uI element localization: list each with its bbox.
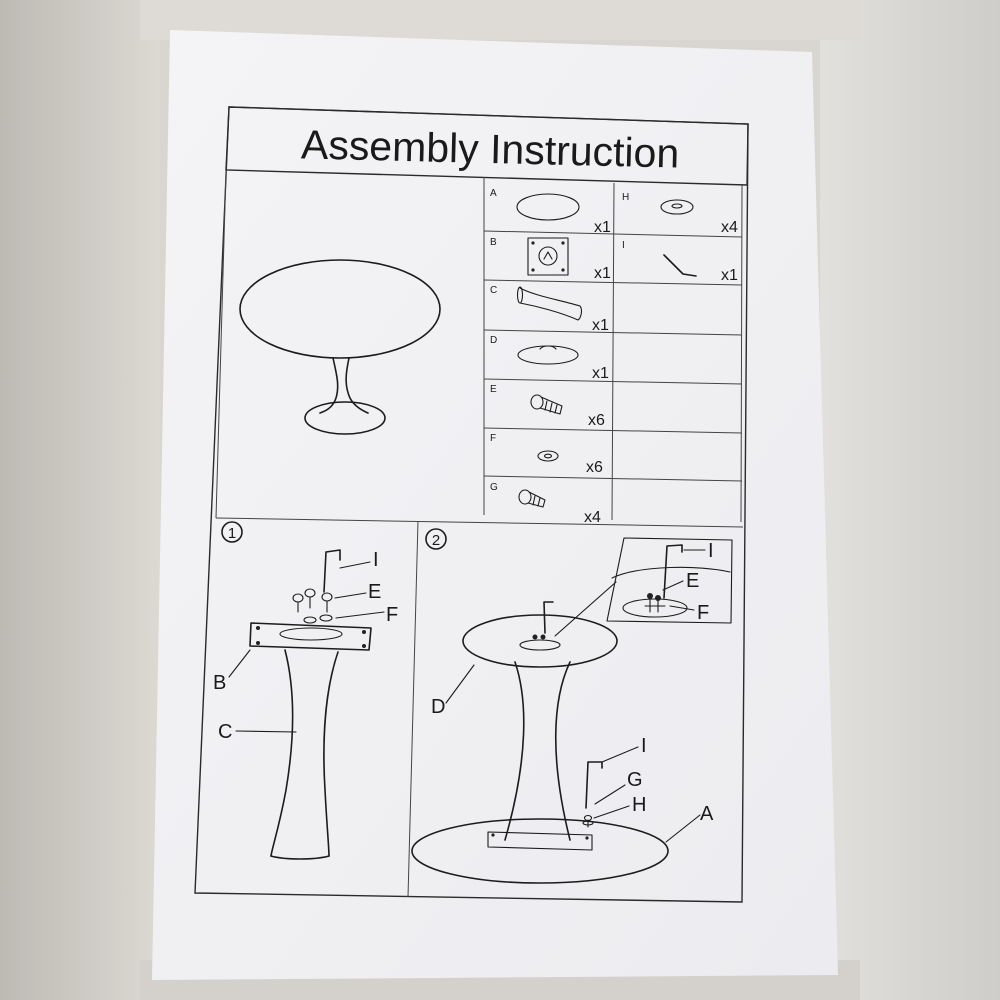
round-tabletop-icon (516, 193, 580, 221)
callout-f: F (697, 602, 709, 624)
title-box (225, 106, 749, 186)
callout-b: B (213, 672, 226, 694)
short-screw-icon (518, 489, 546, 508)
column-assembly-illustration (249, 622, 372, 860)
part-letter: F (490, 433, 496, 444)
spacer-disc-icon (660, 199, 694, 215)
part-quantity: x1 (721, 267, 738, 284)
callout-d: D (431, 696, 445, 718)
part-f: F x6 (490, 433, 603, 476)
callout-h: H (632, 794, 646, 816)
callout-i: I (708, 540, 714, 562)
part-letter: I (622, 240, 625, 251)
part-letter: C (490, 285, 497, 296)
divider (407, 520, 419, 898)
page-title: Assembly Instruction (301, 121, 680, 176)
step-number: 1 (228, 525, 236, 542)
part-quantity: x1 (594, 265, 611, 282)
callout-e: E (368, 581, 381, 603)
part-quantity: x6 (586, 459, 603, 476)
part-letter: G (490, 482, 498, 493)
callout-a: A (700, 803, 714, 825)
allen-key-icon (663, 254, 697, 277)
assembled-table-illustration (239, 259, 441, 435)
part-letter: E (490, 384, 497, 395)
screw-detail (582, 761, 603, 828)
step-number-badge (425, 528, 447, 550)
part-letter: H (622, 192, 629, 203)
base-disc-icon (517, 345, 579, 365)
part-quantity: x6 (588, 412, 605, 429)
divider (215, 169, 227, 519)
pedestal-column-icon (516, 286, 583, 321)
part-quantity: x1 (594, 219, 611, 236)
callout-g: G (627, 769, 643, 791)
part-e: E x6 (490, 384, 605, 429)
part-letter: D (490, 335, 497, 346)
hex-bolt-icon (530, 394, 563, 415)
detail-inset (606, 537, 733, 624)
callout-i-lower: I (641, 735, 647, 757)
part-letter: A (490, 188, 497, 199)
fasteners-group (292, 549, 341, 624)
mounting-plate-icon (527, 237, 569, 276)
base-assembly-illustration (411, 601, 669, 884)
callout-c: C (218, 721, 232, 743)
part-quantity: x4 (584, 509, 601, 526)
part-d: D x1 (490, 335, 609, 382)
parts-list (483, 177, 743, 523)
part-b: B x1 (490, 237, 611, 282)
divider (215, 517, 744, 528)
part-h: H x4 (622, 192, 738, 236)
part-c: C x1 (490, 285, 609, 334)
part-letter: B (490, 237, 497, 248)
step-1-panel: 1 I E F B C (213, 521, 398, 860)
washer-icon (537, 450, 559, 462)
part-quantity: x4 (721, 219, 738, 236)
part-quantity: x1 (592, 365, 609, 382)
step-number-badge (221, 521, 243, 543)
callout-e: E (686, 570, 699, 592)
part-g: G x4 (490, 482, 601, 526)
step-number: 2 (432, 532, 440, 549)
part-quantity: x1 (592, 317, 609, 334)
step-2-panel: 2 I E F (411, 528, 733, 884)
part-i: I x1 (622, 240, 738, 284)
callout-f: F (386, 604, 398, 626)
callout-i: I (373, 549, 379, 571)
sheet-border (194, 106, 749, 903)
part-a: A x1 (490, 188, 611, 236)
